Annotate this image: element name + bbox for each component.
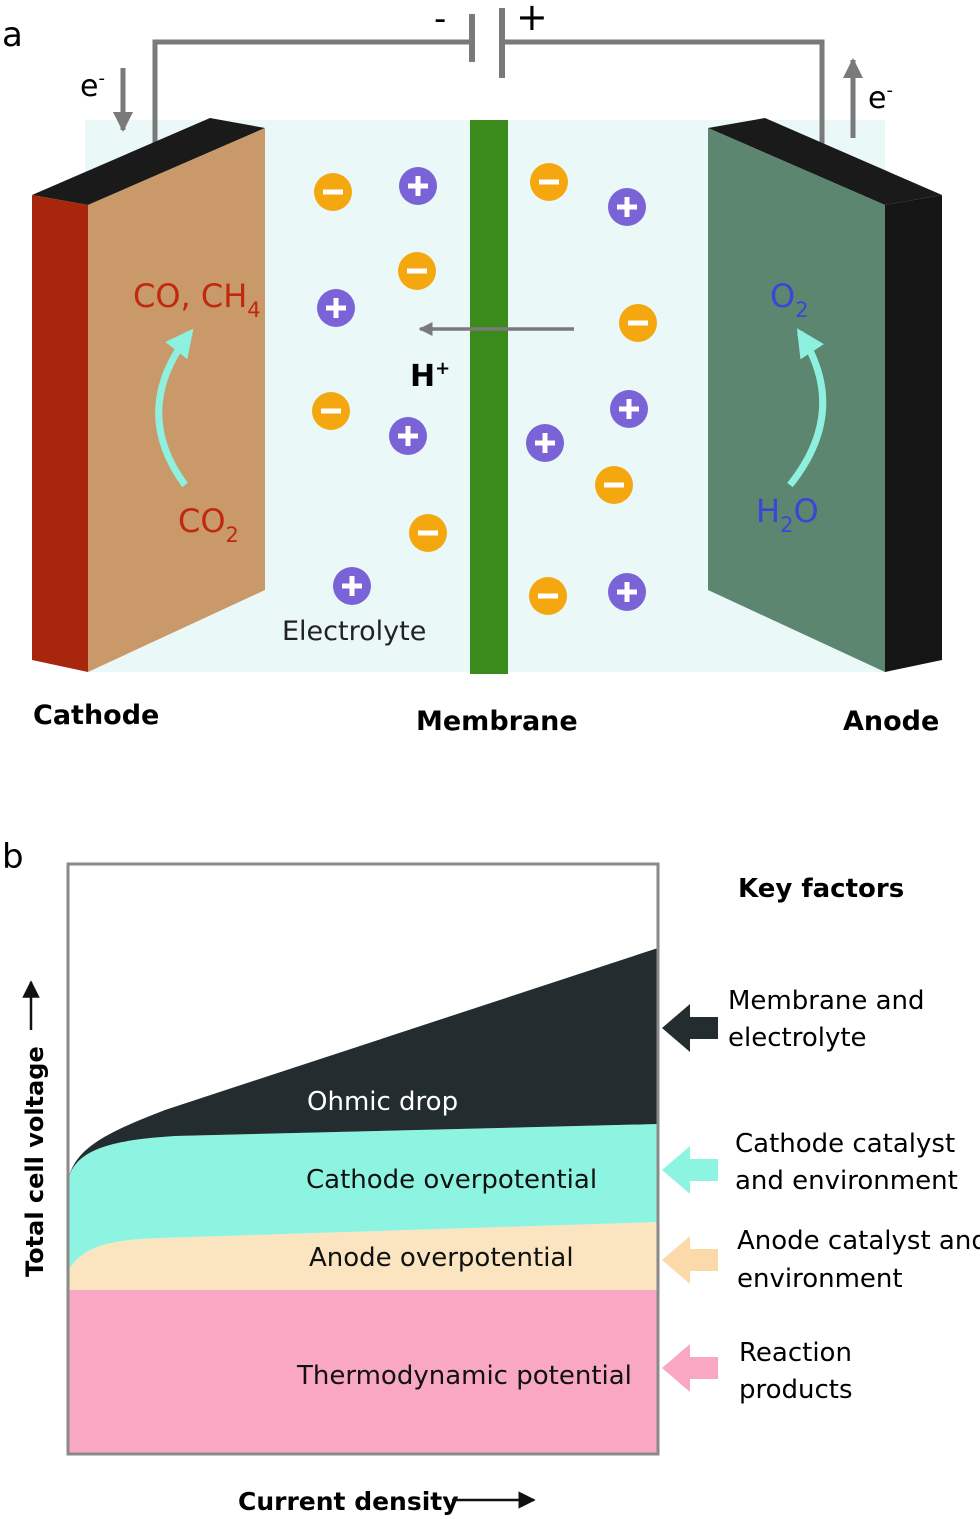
panel-b-label: b (2, 837, 24, 877)
factor-membrane-line1: Membrane and (728, 986, 925, 1016)
membrane-label: Membrane (416, 706, 578, 737)
cathode-reactant-label: CO2 (178, 502, 239, 547)
anion-icon (409, 514, 447, 552)
factor-arrow-anode (662, 1236, 718, 1284)
factor-anode-line1: Anode catalyst and (737, 1226, 980, 1256)
external-circuit (152, 39, 825, 150)
key-factors-title: Key factors (738, 874, 904, 904)
panel-a-label: a (2, 15, 23, 55)
thermodynamic-potential-label: Thermodynamic potential (296, 1361, 632, 1391)
cation-icon (399, 167, 437, 205)
cation-icon (610, 390, 648, 428)
factor-membrane-line2: electrolyte (728, 1023, 867, 1053)
anion-icon (595, 466, 633, 504)
anion-icon (529, 577, 567, 615)
cathode-product-label: CO, CH4 (133, 277, 261, 322)
electron-label-right: e- (868, 80, 893, 116)
factor-cathode-line2: and environment (735, 1166, 958, 1196)
electrolyte-label: Electrolyte (282, 616, 426, 647)
anode-product-label: O2 (770, 277, 809, 322)
layer-anode-overpotential (68, 1222, 658, 1290)
ohmic-drop-label: Ohmic drop (307, 1087, 458, 1117)
ions-group (312, 163, 657, 615)
cathode-label: Cathode (33, 700, 159, 731)
cathode-reaction-arrow (155, 328, 194, 488)
anode-reaction-arrow (787, 328, 827, 488)
factor-arrow-cathode (662, 1146, 718, 1194)
battery-minus: - (434, 0, 446, 39)
panel-a: a - + e- e- (2, 0, 942, 737)
cation-icon (317, 289, 355, 327)
factor-reaction-line1: Reaction (739, 1338, 852, 1368)
cation-icon (526, 424, 564, 462)
anion-icon (530, 163, 568, 201)
cation-icon (608, 188, 646, 226)
battery-symbol (469, 8, 505, 78)
factor-anode-line2: environment (737, 1264, 903, 1294)
membrane-bar (470, 120, 508, 674)
cathode-plate (32, 118, 265, 672)
panel-b: b Ohmic drop Cathode overpotential Anode… (2, 837, 980, 1516)
plot-frame (66, 862, 660, 1456)
layer-thermodynamic-potential (68, 1290, 658, 1454)
anion-icon (619, 304, 657, 342)
layer-ohmic-drop (68, 948, 658, 1180)
y-axis-label-group: Total cell voltage (21, 980, 49, 1277)
y-axis-label: Total cell voltage (21, 1046, 49, 1277)
layer-cathode-overpotential (68, 1124, 658, 1270)
proton-label: H+ (410, 358, 450, 394)
cation-icon (608, 573, 646, 611)
anode-plate (708, 118, 942, 672)
anion-icon (312, 392, 350, 430)
factor-reaction-line2: products (739, 1375, 853, 1405)
voltage-plot: Ohmic drop Cathode overpotential Anode o… (66, 862, 660, 1456)
cation-icon (333, 567, 371, 605)
anode-reactant-label: H2O (756, 492, 819, 537)
anion-icon (314, 173, 352, 211)
anode-label: Anode (843, 706, 939, 737)
cation-icon (389, 417, 427, 455)
cathode-overpotential-label: Cathode overpotential (306, 1165, 597, 1195)
factor-arrow-reaction (662, 1344, 718, 1392)
factor-arrow-membrane (662, 1004, 718, 1052)
anion-icon (398, 252, 436, 290)
anode-overpotential-label: Anode overpotential (309, 1243, 574, 1273)
electron-label-left: e- (80, 68, 105, 104)
battery-plus: + (516, 0, 548, 39)
factor-cathode-line1: Cathode catalyst (735, 1129, 955, 1159)
x-axis-label: Current density (238, 1487, 459, 1516)
